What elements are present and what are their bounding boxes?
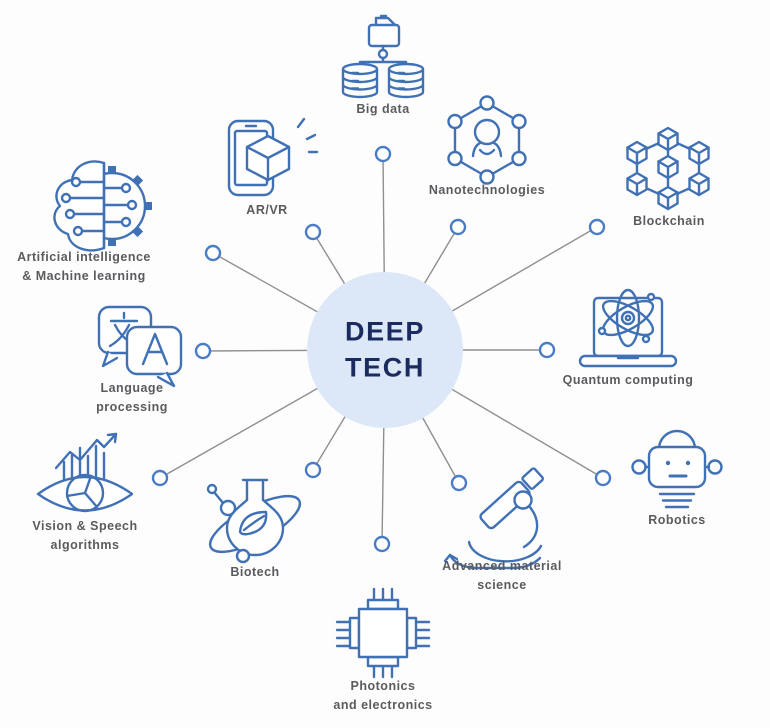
label-biotech: Biotech [230, 565, 280, 579]
hub-title-line2: TECH [345, 353, 425, 383]
microscope-icon [443, 467, 545, 570]
robot-head-icon [631, 429, 723, 509]
hub-title: DEEP TECH [345, 314, 425, 387]
flask-leaf-orbit-icon [206, 478, 302, 564]
databases-folder-icon [341, 14, 425, 99]
label-vision-speech-algorithms: Vision & Speech algorithms [32, 519, 138, 553]
label-language-processing: Language processing [96, 381, 168, 415]
laptop-atom-icon [578, 288, 678, 368]
brain-gear-icon [53, 160, 152, 252]
eye-analytics-icon [36, 432, 134, 513]
phone-cube-icon [227, 117, 319, 197]
hub-title-line1: DEEP [345, 316, 425, 347]
microchip-icon [335, 587, 431, 679]
spoke-node-dots [151, 145, 612, 553]
label-quantum-computing: Quantum computing [562, 373, 694, 387]
label-ai-ml: Artificial intelligence & Machine learni… [17, 250, 151, 284]
label-nanotechnologies: Nanotechnologies [428, 183, 546, 197]
label-big-data: Big data [356, 102, 410, 116]
hub-circle [307, 272, 463, 428]
label-robotics: Robotics [648, 513, 706, 527]
label-ar-vr: AR/VR [246, 203, 288, 217]
label-blockchain: Blockchain [633, 214, 705, 228]
label-photonics-and-electronics: Photonics and electronics [333, 679, 433, 713]
label-advanced-material-science: Advanced material science [442, 559, 562, 593]
hexagon-nanobot-icon [447, 95, 527, 185]
linked-cubes-icon [626, 126, 710, 211]
translate-bubbles-icon [97, 305, 183, 388]
